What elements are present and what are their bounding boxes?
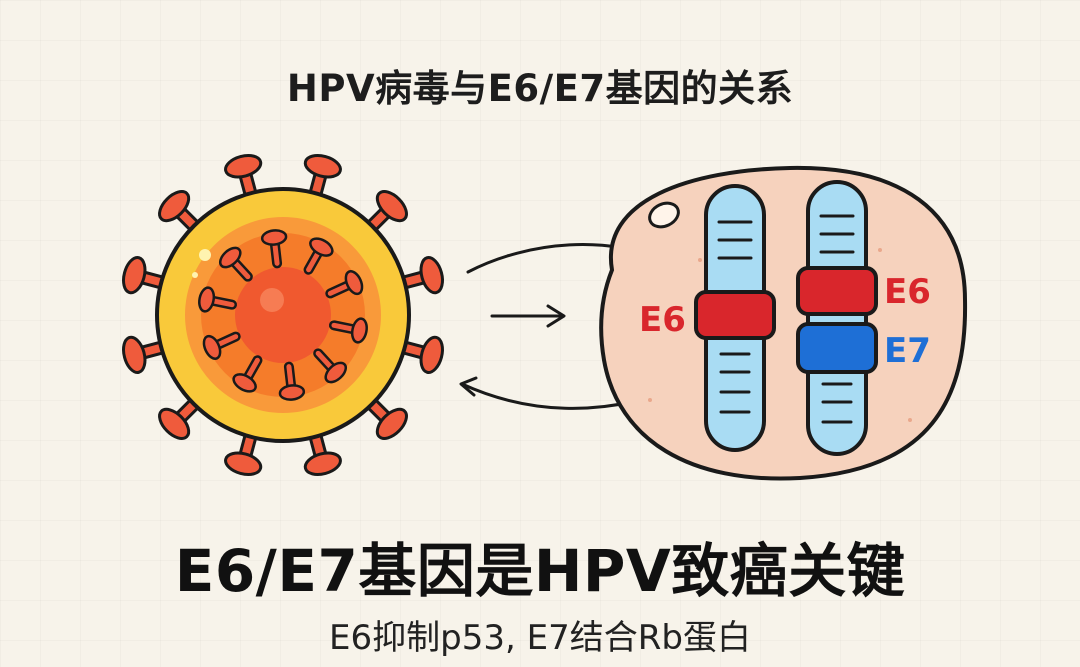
virus-spike: [362, 394, 408, 440]
virus-inner-spikes: [198, 229, 368, 401]
virus-inner-spike: [202, 331, 241, 360]
e6-band: [694, 290, 776, 340]
virus-inner-spike: [325, 270, 364, 299]
virus-icon: [122, 154, 444, 476]
virus-spike: [362, 190, 408, 236]
virus-inner-spike: [198, 286, 238, 313]
virus-inner-spike: [218, 246, 253, 282]
virus-inner-spike: [303, 237, 334, 275]
virus-inner-spike: [328, 317, 368, 344]
page-title: HPV病毒与E6/E7基因的关系: [286, 67, 794, 110]
virus-inner-spike: [232, 355, 263, 393]
virus-spike: [158, 394, 204, 440]
e6-band: [796, 266, 878, 316]
chromosome-icon: [796, 180, 878, 456]
headline: E6/E7基因是HPV致癌关键: [174, 537, 906, 605]
virus-spike: [158, 190, 204, 236]
virus-inner-spike: [260, 229, 288, 269]
subline: E6抑制p53, E7结合Rb蛋白: [329, 618, 751, 658]
chromosome-icon: [694, 184, 776, 452]
virus-inner-spike: [313, 348, 348, 384]
e6-label-left: E6: [639, 300, 686, 340]
e6-label-right: E6: [884, 272, 931, 312]
e7-band: [796, 322, 878, 374]
cell-icon: E6 E6 E7: [599, 165, 968, 481]
e7-label-right: E7: [884, 331, 931, 371]
virus-inner-spike: [278, 361, 306, 401]
